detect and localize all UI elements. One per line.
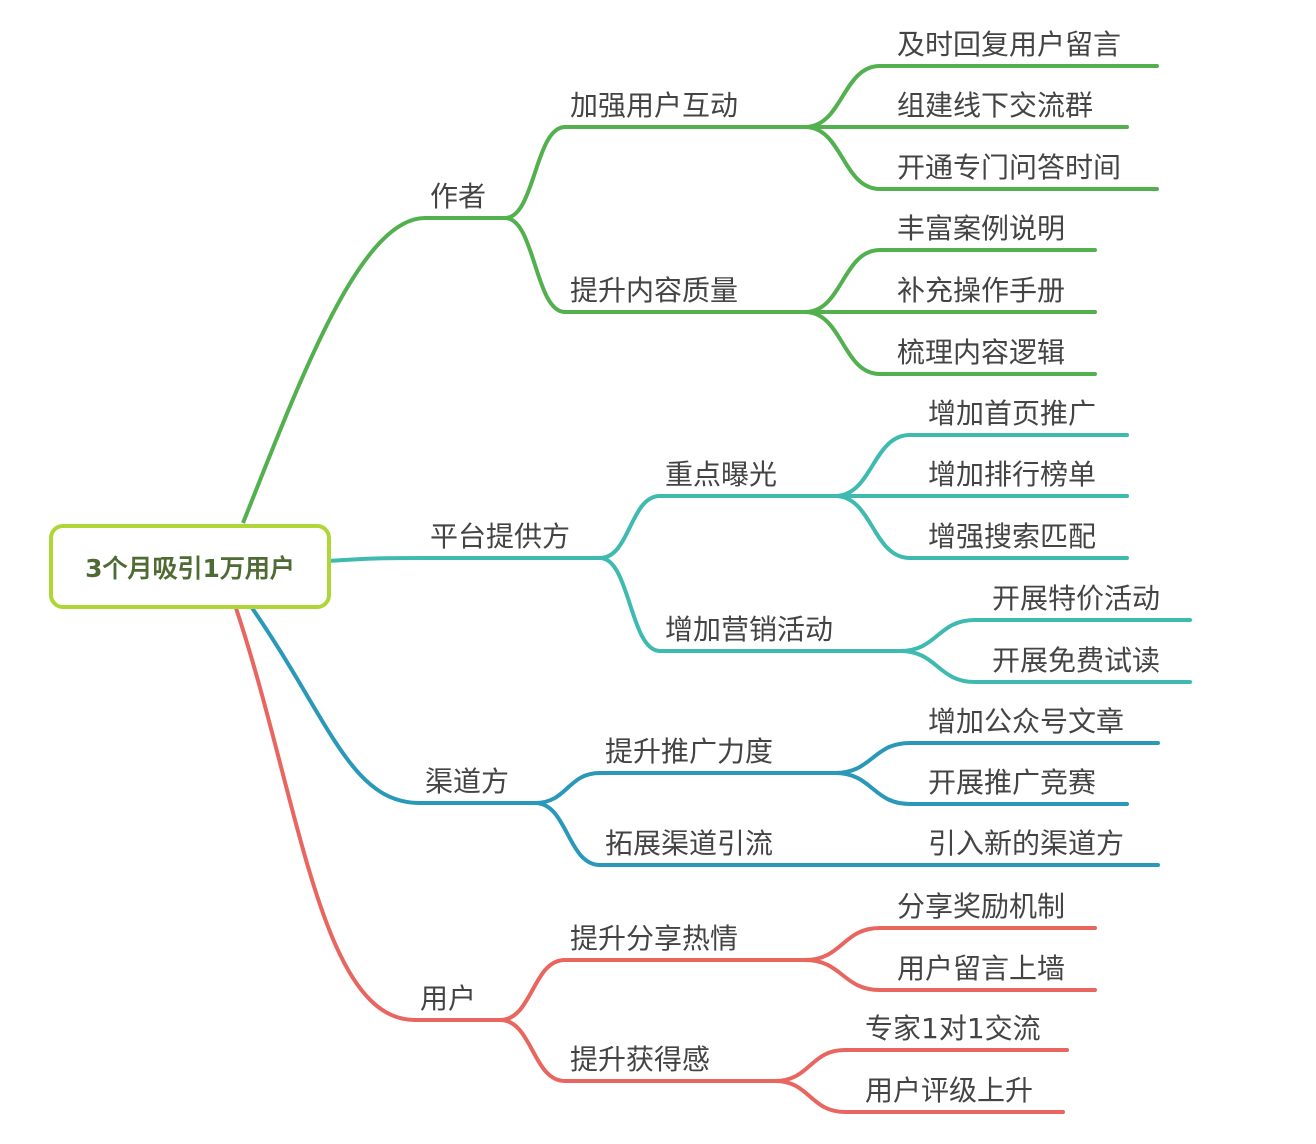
subbranch-node[interactable]: 拓展渠道引流	[605, 827, 773, 860]
leaf-connector	[773, 1079, 847, 1114]
leaf-node[interactable]: 梳理内容逻辑	[897, 336, 1065, 369]
subbranch-connector	[498, 1018, 567, 1083]
leaf-node[interactable]: 增加排行榜单	[928, 458, 1096, 491]
leaf-connector	[803, 926, 882, 962]
subbranch-node[interactable]: 增加营销活动	[665, 613, 833, 646]
subbranch-connector	[498, 958, 567, 1022]
subbranch-node[interactable]: 提升推广力度	[605, 735, 773, 768]
leaf-connector	[898, 618, 977, 653]
leaf-connector	[773, 1048, 847, 1083]
leaf-node[interactable]: 增加公众号文章	[928, 705, 1124, 738]
leaf-node[interactable]: 引入新的渠道方	[928, 827, 1124, 860]
leaf-connector	[833, 771, 912, 806]
leaf-node[interactable]: 开通专门问答时间	[897, 151, 1121, 184]
root-node[interactable]: 3个月吸引1万用户	[49, 524, 331, 609]
leaf-connector	[803, 64, 882, 129]
leaf-connector	[803, 248, 882, 314]
leaf-node[interactable]: 专家1对1交流	[865, 1012, 1041, 1045]
branch-node[interactable]: 作者	[430, 180, 486, 213]
branch-connector	[248, 603, 421, 805]
leaf-connector	[803, 958, 882, 992]
leaf-node[interactable]: 及时回复用户留言	[897, 28, 1121, 61]
leaf-node[interactable]: 用户留言上墙	[897, 952, 1065, 985]
subbranch-node[interactable]: 提升获得感	[570, 1043, 710, 1076]
leaf-connector	[803, 310, 882, 376]
leaf-node[interactable]: 组建线下交流群	[897, 89, 1093, 122]
subbranch-connector	[533, 771, 602, 805]
leaf-connector	[833, 433, 912, 498]
subbranch-node[interactable]: 加强用户互动	[570, 89, 738, 122]
branch-node[interactable]: 用户	[420, 982, 476, 1015]
leaf-node[interactable]: 分享奖励机制	[897, 890, 1065, 923]
subbranch-connector	[503, 125, 567, 220]
branch-node[interactable]: 平台提供方	[430, 520, 570, 553]
subbranch-node[interactable]: 提升分享热情	[570, 922, 738, 955]
subbranch-node[interactable]: 重点曝光	[665, 458, 777, 491]
subbranch-connector	[533, 801, 602, 867]
leaf-connector	[833, 494, 912, 560]
leaf-node[interactable]: 开展特价活动	[992, 582, 1160, 615]
subbranch-connector	[503, 216, 567, 314]
branch-connector	[233, 604, 416, 1022]
leaf-node[interactable]: 增强搜索匹配	[928, 520, 1096, 553]
leaf-node[interactable]: 开展免费试读	[992, 644, 1160, 677]
root-node-label: 3个月吸引1万用户	[85, 553, 295, 583]
leaf-connector	[833, 741, 912, 775]
leaf-node[interactable]: 用户评级上升	[865, 1074, 1033, 1107]
leaf-node[interactable]: 丰富案例说明	[897, 212, 1065, 245]
subbranch-connector	[598, 494, 662, 560]
leaf-node[interactable]: 开展推广竞赛	[928, 766, 1096, 799]
subbranch-connector	[598, 556, 662, 653]
subbranch-node[interactable]: 提升内容质量	[570, 274, 738, 307]
leaf-connector	[803, 125, 882, 191]
branch-connector	[241, 216, 426, 524]
leaf-node[interactable]: 增加首页推广	[928, 397, 1096, 430]
leaf-node[interactable]: 补充操作手册	[897, 274, 1065, 307]
branch-node[interactable]: 渠道方	[425, 765, 509, 798]
branch-connector	[327, 556, 426, 563]
leaf-connector	[898, 649, 977, 684]
